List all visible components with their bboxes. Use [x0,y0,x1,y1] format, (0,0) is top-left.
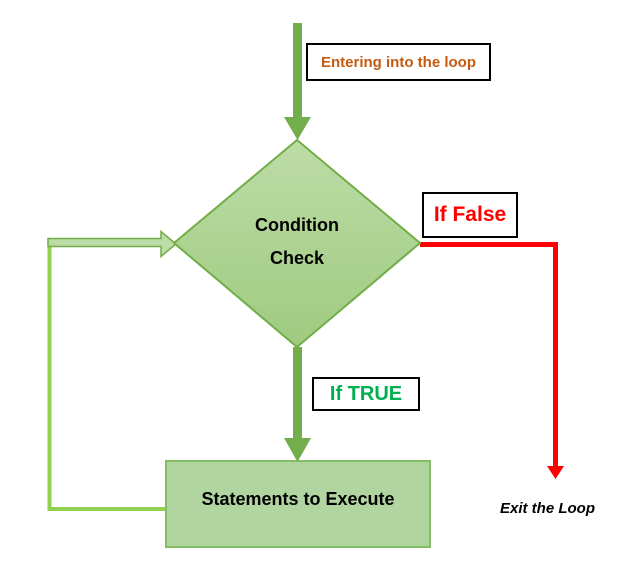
if-false-label: If False [422,192,518,238]
exit-loop-label-text: Exit the Loop [500,499,595,517]
loop-back-arrowhead-icon [47,229,178,259]
if-true-label-text: If TRUE [329,382,403,405]
true-branch-arrow-icon [284,347,311,462]
false-branch-line [420,242,558,468]
condition-line1: Condition [255,215,339,235]
if-true-label: If TRUE [312,377,420,411]
exit-loop-label: Exit the Loop [490,497,605,519]
loop-back-line [47,243,166,511]
false-branch-arrowhead-icon [547,466,564,479]
statements-node-text: Statements to Execute [166,461,430,547]
statements-rect [165,460,431,548]
condition-node-text: Condition Check [197,208,397,276]
entry-arrow-icon [284,23,311,140]
if-false-label-text: If False [433,203,507,226]
condition-line2: Check [269,248,325,268]
statements-text-label: Statements to Execute [201,488,395,509]
entering-loop-label: Entering into the loop [306,43,491,81]
entering-loop-label-text: Entering into the loop [321,53,476,71]
